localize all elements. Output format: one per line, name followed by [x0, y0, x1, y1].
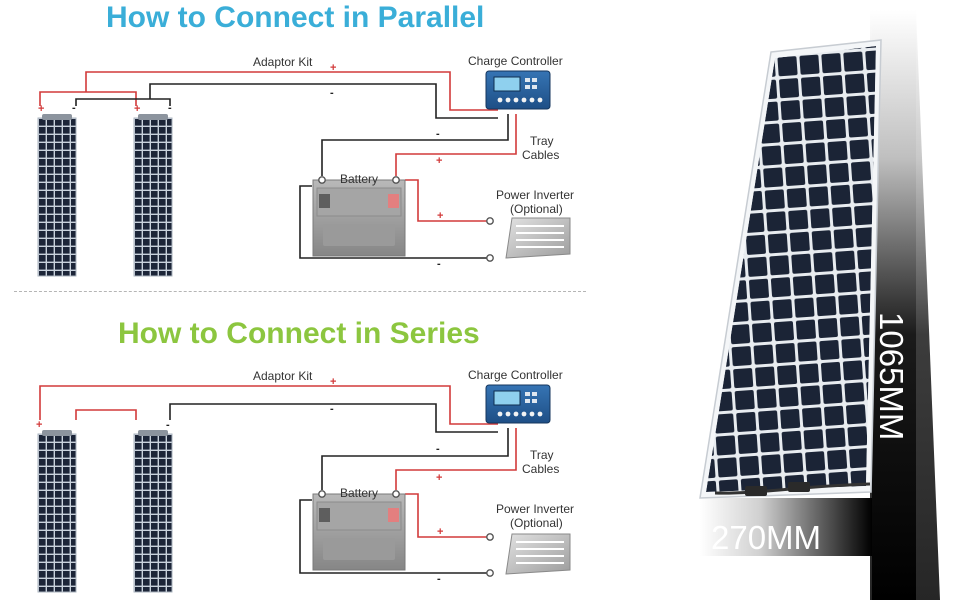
- parallel-battery-positive-terminal: [392, 176, 400, 184]
- series-inverter-optional-label: (Optional): [510, 516, 563, 530]
- parallel-battery-negative-terminal: [318, 176, 326, 184]
- parallel-battery-minus: -: [436, 128, 440, 140]
- parallel-power-inverter: [505, 217, 571, 259]
- series-battery: [312, 493, 406, 571]
- parallel-solar-panel-1: [37, 113, 77, 277]
- parallel-inverter-minus: -: [437, 258, 441, 270]
- parallel-adaptor-plus: +: [330, 62, 336, 74]
- series-battery-minus: -: [436, 443, 440, 455]
- series-charge-controller: [485, 384, 551, 424]
- series-cables-label: Cables: [522, 462, 559, 476]
- parallel-inverter-negative-terminal: [486, 254, 494, 262]
- series-panel1-plus: +: [36, 419, 42, 431]
- parallel-adaptor-kit-label: Adaptor Kit: [253, 55, 313, 69]
- series-inverter-negative-terminal: [486, 569, 494, 577]
- width-dimension-label: 270MM: [711, 519, 821, 556]
- series-adaptor-kit-label: Adaptor Kit: [253, 369, 313, 383]
- series-adaptor-plus: +: [330, 376, 336, 388]
- series-title: How to Connect in Series: [118, 317, 480, 350]
- solar-panel-dimension-view: 1065MM 270MM: [699, 10, 940, 600]
- height-dimension-label: 1065MM: [873, 312, 910, 440]
- parallel-inverter-plus: +: [437, 210, 443, 222]
- series-solar-panel-2: [133, 429, 173, 593]
- parallel-battery-plus: +: [436, 155, 442, 167]
- series-diagram: Adaptor Kit Charge Controller Tray Cable…: [36, 368, 574, 593]
- series-battery-negative-terminal: [318, 490, 326, 498]
- series-battery-positive-terminal: [392, 490, 400, 498]
- series-inverter-minus: -: [437, 573, 441, 585]
- series-battery-label: Battery: [340, 486, 378, 500]
- series-inverter-positive-terminal: [486, 533, 494, 541]
- series-battery-plus: +: [436, 472, 442, 484]
- parallel-diagram: Adaptor Kit Charge Controller Tray Cable…: [37, 54, 574, 277]
- parallel-title: How to Connect in Parallel: [106, 1, 485, 34]
- section-divider: [14, 291, 586, 292]
- series-wires: [39, 385, 517, 574]
- wiring-diagrams: Adaptor Kit Charge Controller Tray Cable…: [36, 54, 574, 593]
- parallel-inverter-positive-terminal: [486, 217, 494, 225]
- series-adaptor-minus: -: [330, 403, 334, 415]
- parallel-panel2-plus: +: [134, 103, 140, 115]
- parallel-cables-label: Cables: [522, 148, 559, 162]
- series-solar-panel-1: [37, 429, 77, 593]
- series-inverter-label: Power Inverter: [496, 502, 574, 516]
- series-inverter-plus: +: [437, 526, 443, 538]
- parallel-inverter-optional-label: (Optional): [510, 202, 563, 216]
- width-dimension-band: [700, 498, 872, 556]
- solar-panel-cells: [706, 46, 876, 492]
- series-tray-label: Tray: [530, 448, 554, 462]
- parallel-inverter-label: Power Inverter: [496, 188, 574, 202]
- parallel-panel1-minus: -: [72, 102, 76, 114]
- parallel-adaptor-minus: -: [330, 87, 334, 99]
- parallel-tray-label: Tray: [530, 134, 554, 148]
- parallel-battery: [312, 179, 406, 257]
- parallel-wires: [39, 71, 517, 259]
- parallel-panel2-minus: -: [168, 102, 172, 114]
- parallel-charge-controller-label: Charge Controller: [468, 54, 563, 68]
- parallel-solar-panel-2: [133, 113, 173, 277]
- series-power-inverter: [505, 533, 571, 575]
- series-charge-controller-label: Charge Controller: [468, 368, 563, 382]
- parallel-charge-controller: [485, 70, 551, 110]
- series-panel2-minus: -: [166, 419, 170, 431]
- parallel-battery-label: Battery: [340, 172, 378, 186]
- parallel-panel1-plus: +: [38, 103, 44, 115]
